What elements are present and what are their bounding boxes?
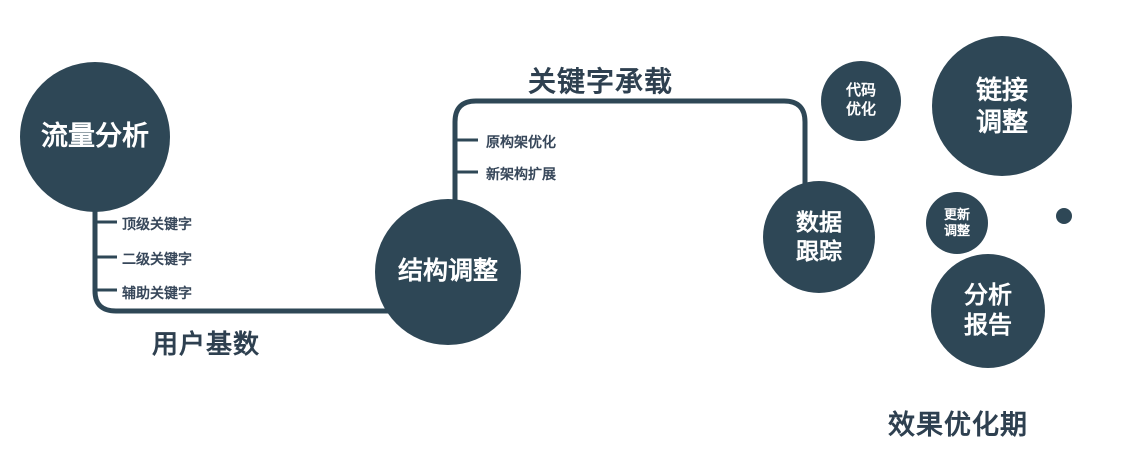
node-analysis-report: 分析 报告 (931, 254, 1045, 368)
node-structure-adjustment: 结构调整 (375, 199, 521, 345)
branch-top-level-keyword: 顶级关键字 (122, 216, 192, 232)
branch-second-level-keyword: 二级关键字 (122, 251, 192, 267)
caption-effect-optimization-period: 效果优化期 (888, 410, 1028, 440)
node-analysis-report-label: 分析 报告 (964, 282, 1012, 339)
node-update-adjustment-label: 更新 调整 (943, 206, 970, 238)
edge-label-user-base: 用户基数 (152, 329, 261, 359)
node-structure-adjustment-label: 结构调整 (397, 257, 498, 286)
node-code-optimization-label: 代码 优化 (845, 82, 876, 118)
edge-structure-to-data-tracking (452, 98, 808, 210)
node-link-adjustment-label: 链接 调整 (975, 74, 1028, 138)
node-update-adjustment: 更新 调整 (926, 192, 988, 254)
node-code-optimization: 代码 优化 (821, 61, 901, 141)
branch-auxiliary-keyword: 辅助关键字 (122, 285, 192, 301)
node-data-tracking: 数据 跟踪 (763, 181, 875, 293)
edge-label-keyword-carrying: 关键字承载 (528, 66, 674, 97)
node-traffic-analysis-label: 流量分析 (41, 121, 149, 152)
node-data-tracking-label: 数据 跟踪 (796, 209, 842, 264)
branch-new-architecture-expansion: 新架构扩展 (486, 166, 556, 182)
branch-original-architecture-optimization: 原构架优化 (486, 134, 556, 150)
node-traffic-analysis: 流量分析 (20, 62, 170, 212)
dot-marker (1056, 208, 1072, 224)
node-link-adjustment: 链接 调整 (932, 36, 1072, 176)
